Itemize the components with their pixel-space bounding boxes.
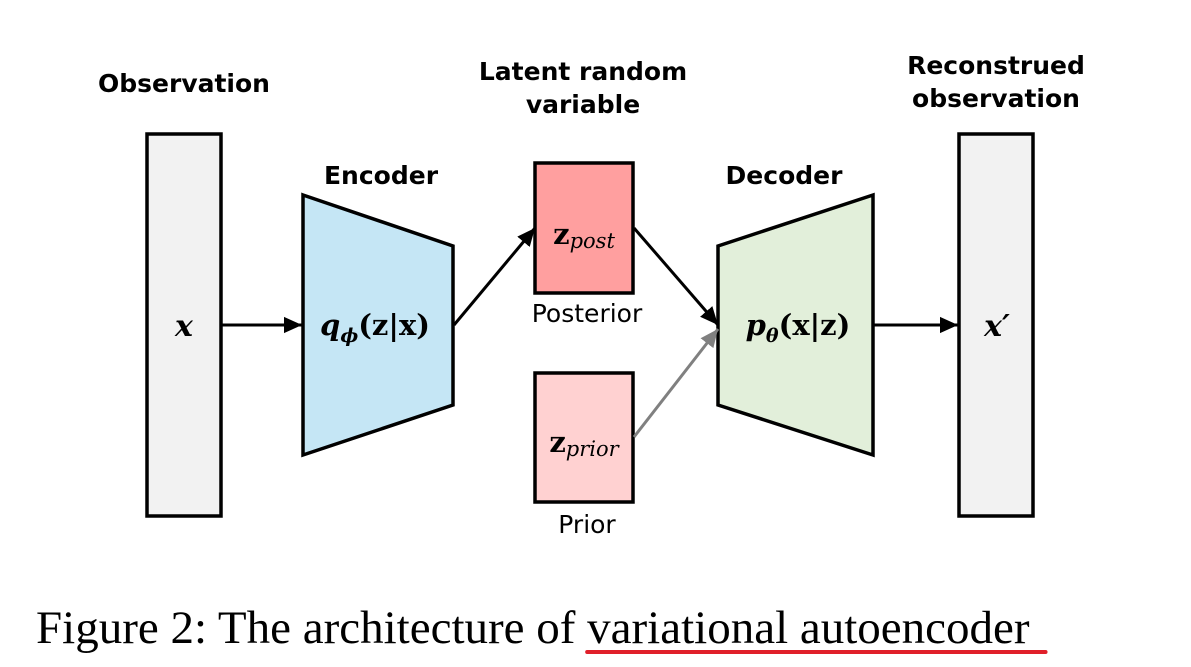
prior-symbol-sub: prior	[566, 437, 621, 461]
posterior-caption: Posterior	[532, 299, 643, 328]
observation-header: Observation	[98, 69, 270, 98]
figure-caption: Figure 2: The architecture of variationa…	[36, 602, 1030, 654]
reconstructed-symbol: x′	[983, 309, 1010, 344]
decoder-formula: pθ(x|z)	[746, 308, 851, 347]
prior-symbol-main: z	[549, 425, 565, 459]
encoder-trapezoid	[301, 192, 455, 458]
posterior-symbol-sub: post	[570, 229, 616, 253]
encoder-formula-sub: ϕ	[340, 325, 358, 347]
caption-highlight: variational autoencoder	[587, 602, 1030, 654]
prior-symbol: zprior	[549, 425, 620, 461]
decoder-formula-rest: (x|z)	[779, 308, 851, 342]
latent-header-line1: Latent random	[479, 57, 687, 86]
caption-prefix: Figure 2: The architecture of	[36, 602, 587, 654]
decoder-trapezoid	[716, 192, 875, 458]
prior-box	[533, 371, 635, 504]
reconstructed-header-line1: Reconstrued	[907, 51, 1085, 80]
reconstructed-box	[957, 132, 1035, 518]
observation-box	[145, 132, 223, 518]
arrow-encoder-to-posterior	[452, 227, 537, 326]
decoder-formula-main: p	[746, 308, 766, 342]
reconstructed-header-line2: observation	[912, 84, 1080, 113]
arrow-posterior-to-decoder	[632, 227, 720, 326]
latent-header-line2: variable	[526, 90, 640, 119]
posterior-box	[533, 161, 635, 295]
decoder-label: Decoder	[726, 161, 844, 190]
posterior-symbol-main: z	[553, 217, 569, 251]
encoder-label: Encoder	[324, 161, 439, 190]
observation-symbol: x	[174, 309, 194, 344]
encoder-formula-rest: (z|x)	[358, 308, 430, 342]
decoder-formula-sub: θ	[766, 325, 779, 347]
arrow-prior-to-decoder	[632, 328, 720, 438]
encoder-formula: qϕ(z|x)	[320, 308, 430, 347]
prior-caption: Prior	[558, 510, 616, 539]
encoder-formula-main: q	[320, 308, 340, 342]
posterior-symbol: zpost	[553, 217, 615, 253]
